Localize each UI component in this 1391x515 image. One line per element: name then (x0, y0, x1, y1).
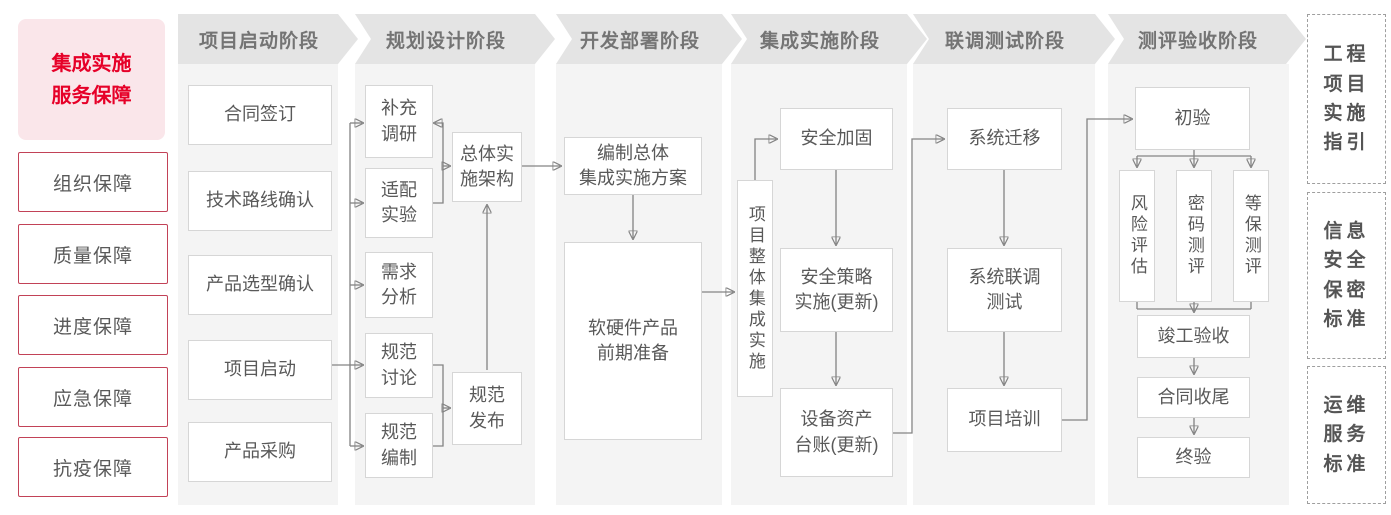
guarantee-emergency: 应急保障 (18, 367, 168, 427)
node-overall-integration-plan: 编制总体 集成实施方案 (564, 137, 702, 195)
node-spec-discussion: 规范 讨论 (365, 333, 433, 398)
node-system-migration: 系统迁移 (947, 108, 1062, 170)
node-spec-release: 规范 发布 (452, 372, 522, 445)
node-asset-ledger-update: 设备资产 台账(更新) (780, 388, 893, 477)
guarantee-organization: 组织保障 (18, 152, 168, 212)
diagram-title: 集成实施 服务保障 (18, 19, 165, 140)
arrow-integration-to-hardening (754, 139, 776, 180)
wire-kickoff-trunk (332, 123, 351, 446)
node-product-selection-confirm: 产品选型确认 (188, 255, 332, 315)
wire-spec-bracket (432, 364, 444, 447)
guarantee-epidemic: 抗疫保障 (18, 437, 168, 497)
node-adaptation-test: 适配 实验 (365, 168, 433, 238)
phase-header-joint-testing: 联调测试阶段 (913, 14, 1115, 64)
node-overall-impl-architecture: 总体实 施架构 (452, 132, 522, 202)
node-mlps-evaluation: 等保测评 (1233, 170, 1269, 302)
node-hw-sw-preparation: 软硬件产品 前期准备 (564, 242, 702, 440)
node-project-training: 项目培训 (947, 388, 1062, 452)
standard-infosec-confidentiality: 信息 安全 保密 标准 (1307, 192, 1386, 359)
guarantee-quality: 质量保障 (18, 224, 168, 284)
phase-header-eval-acceptance: 测评验收阶段 (1108, 14, 1306, 64)
standard-ops-service: 运维 服务 标准 (1307, 366, 1386, 504)
arrow-ledger-to-migration (893, 139, 943, 434)
node-security-policy-impl: 安全策略 实施(更新) (780, 248, 893, 332)
node-product-procurement: 产品采购 (188, 422, 332, 482)
node-system-joint-test: 系统联调 测试 (947, 248, 1062, 332)
phase-header-integration-impl: 集成实施阶段 (731, 14, 927, 64)
node-risk-assessment: 风险评估 (1119, 170, 1155, 302)
node-requirement-analysis: 需求 分析 (365, 252, 433, 318)
node-crypto-evaluation: 密码测评 (1176, 170, 1212, 302)
phase-header-dev-deploy: 开发部署阶段 (556, 14, 742, 64)
node-spec-drafting: 规范 编制 (365, 413, 433, 478)
arrow-training-to-initial (1062, 119, 1131, 421)
phase-header-project-kickoff: 项目启动阶段 (178, 14, 358, 64)
node-contract-signing: 合同签订 (188, 85, 332, 145)
node-tech-route-confirm: 技术路线确认 (188, 171, 332, 231)
node-security-hardening: 安全加固 (780, 108, 893, 170)
node-initial-acceptance: 初验 (1135, 87, 1250, 150)
arrow-adaptation-to-research (432, 123, 444, 204)
wire-initial-branch (1137, 150, 1251, 157)
guarantee-schedule: 进度保障 (18, 295, 168, 355)
node-overall-integration-impl: 项目整体集成实施 (737, 180, 773, 397)
node-supplementary-research: 补充 调研 (365, 85, 433, 158)
node-contract-closure: 合同收尾 (1137, 377, 1250, 418)
standard-engineering-guide: 工程 项目 实施 指引 (1307, 14, 1386, 184)
node-project-kickoff: 项目启动 (188, 340, 332, 400)
node-completion-acceptance: 竣工验收 (1137, 315, 1250, 358)
phase-header-planning-design: 规划设计阶段 (355, 14, 555, 64)
node-final-acceptance: 终验 (1137, 437, 1250, 478)
